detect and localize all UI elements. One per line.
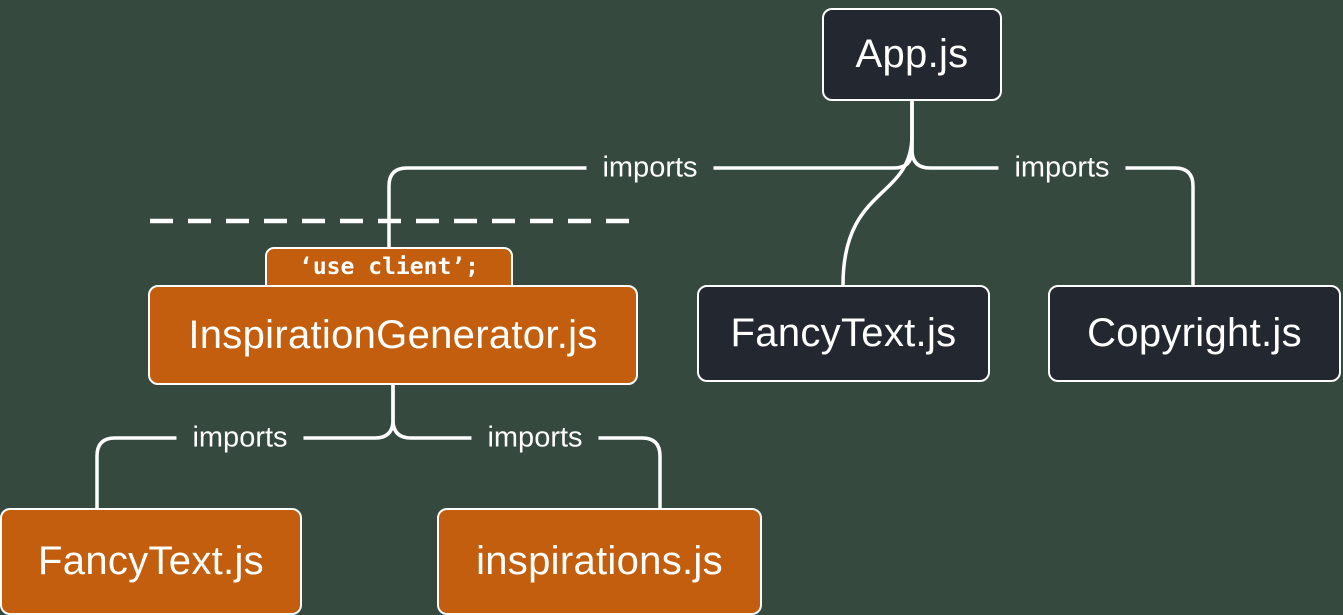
node-fancy-text-js-server: FancyText.js bbox=[697, 285, 990, 382]
edge-app-to-fancy-text bbox=[841, 101, 914, 286]
edge-app-to-copyright bbox=[910, 101, 1195, 285]
node-inspiration-generator-js: InspirationGenerator.js bbox=[148, 285, 638, 385]
node-copyright-js: Copyright.js bbox=[1048, 285, 1341, 382]
node-fancy-text-js-client: FancyText.js bbox=[0, 508, 302, 615]
node-label: inspirations.js bbox=[476, 539, 723, 583]
edge-label-imports-app-to-copyright: imports bbox=[998, 149, 1126, 187]
node-label: App.js bbox=[855, 32, 969, 76]
node-label: FancyText.js bbox=[730, 311, 957, 355]
edge-label-imports-inspiration-generator-to-fancy-text: imports bbox=[176, 419, 304, 457]
node-app-js: App.js bbox=[822, 8, 1002, 101]
node-label: InspirationGenerator.js bbox=[188, 312, 598, 357]
edge-label-imports-app-to-inspiration-generator: imports bbox=[586, 149, 714, 187]
node-label: Copyright.js bbox=[1087, 311, 1302, 355]
edge-label-imports-inspiration-generator-to-inspirations: imports bbox=[471, 419, 599, 457]
directive-label: ‘use client’; bbox=[298, 254, 479, 280]
node-inspirations-js: inspirations.js bbox=[437, 508, 762, 615]
node-label: FancyText.js bbox=[38, 539, 264, 583]
